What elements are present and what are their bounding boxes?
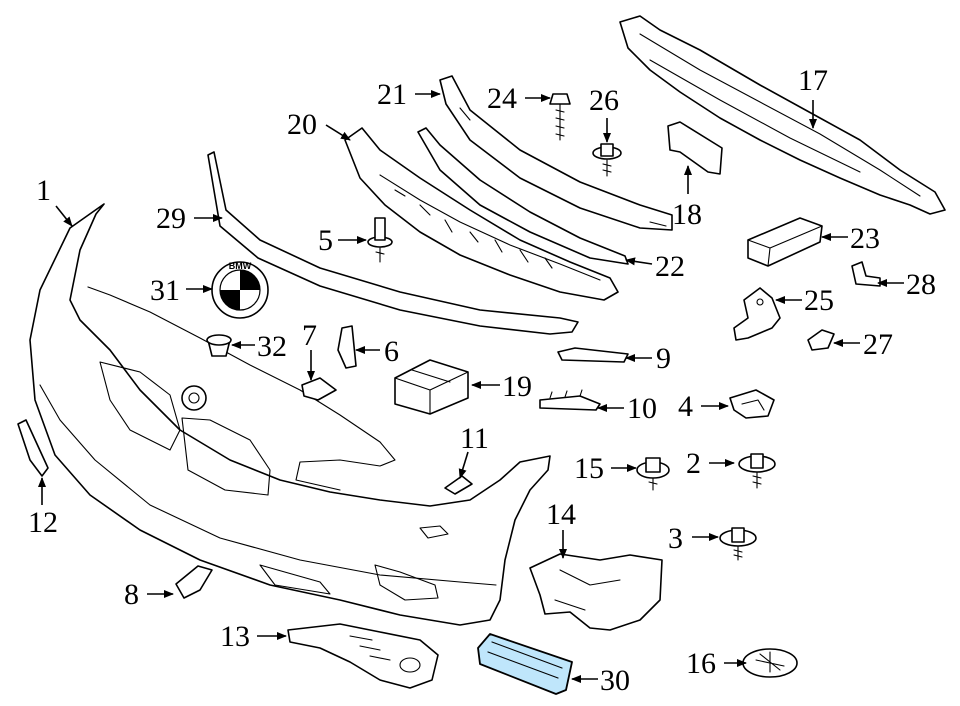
- part-5-screw: [367, 217, 393, 263]
- part-6-bracket: [337, 325, 357, 369]
- part-25-bracket: [733, 287, 781, 341]
- part-24-bolt: [549, 93, 571, 141]
- part-17-reinforcement: [619, 15, 946, 215]
- callout-5: 5: [318, 224, 333, 257]
- callout-17: 17: [798, 64, 828, 97]
- callout-7: 7: [302, 319, 317, 352]
- callout-10: 10: [627, 392, 657, 425]
- part-3-screw: [719, 527, 757, 561]
- part-30-highlighted-part: [477, 633, 573, 695]
- callout-19: 19: [502, 370, 532, 403]
- part-19-module: [394, 359, 469, 415]
- callout-4: 4: [678, 390, 693, 423]
- part-27-cap: [807, 329, 835, 351]
- callout-14: 14: [546, 498, 576, 531]
- callout-15: 15: [574, 452, 604, 485]
- part-8-bracket: [175, 565, 213, 599]
- callout-8: 8: [124, 578, 139, 611]
- callout-3: 3: [668, 522, 683, 555]
- part-2-screw: [738, 453, 776, 489]
- leader-lines: [38, 90, 904, 683]
- part-7-bracket: [301, 377, 337, 401]
- part-11-cap: [444, 475, 473, 495]
- callout-18: 18: [672, 198, 702, 231]
- part-16-clip: [742, 648, 798, 678]
- part-23-bracket: [747, 217, 823, 267]
- part-22-strip: [417, 127, 629, 265]
- part-29-molding: [207, 151, 579, 335]
- part-31-emblem: BMW: [211, 261, 269, 319]
- callout-13: 13: [220, 620, 250, 653]
- callout-28: 28: [906, 268, 936, 301]
- callout-30: 30: [600, 664, 630, 697]
- part-28-bracket: [851, 261, 881, 287]
- callout-26: 26: [589, 84, 619, 117]
- callout-21: 21: [377, 78, 407, 111]
- callout-32: 32: [257, 330, 287, 363]
- part-4-clip: [729, 389, 775, 419]
- callout-27: 27: [863, 328, 893, 361]
- emblem-text: BMW: [229, 261, 252, 271]
- callout-6: 6: [384, 335, 399, 368]
- callout-23: 23: [850, 222, 880, 255]
- callout-12: 12: [28, 506, 58, 539]
- callout-25: 25: [804, 284, 834, 317]
- part-10-trim: [539, 389, 601, 411]
- callout-labels: 1 2 3 4 5 6 7 8 9 10 11 12 13 14 15 16 1…: [28, 64, 936, 697]
- part-14-bracket: [529, 553, 663, 631]
- part-32-clip: [206, 334, 232, 357]
- callout-20: 20: [287, 108, 317, 141]
- part-15-screw: [636, 457, 670, 491]
- part-20-absorber: [344, 127, 619, 301]
- callout-31: 31: [150, 274, 180, 307]
- callout-1: 1: [36, 174, 51, 207]
- callout-11: 11: [460, 422, 489, 455]
- callout-16: 16: [686, 647, 716, 680]
- callout-2: 2: [686, 447, 701, 480]
- part-1-bumper-cover: [29, 203, 551, 626]
- part-26-screw: [592, 143, 622, 177]
- part-18-bracket: [667, 121, 723, 175]
- callout-29: 29: [156, 202, 186, 235]
- part-9-trim: [557, 347, 629, 363]
- callout-22: 22: [655, 250, 685, 283]
- part-12-trim: [17, 419, 49, 477]
- callout-24: 24: [487, 82, 517, 115]
- callout-9: 9: [656, 342, 671, 375]
- part-21-strip: [439, 75, 673, 231]
- part-13-grille: [287, 623, 439, 689]
